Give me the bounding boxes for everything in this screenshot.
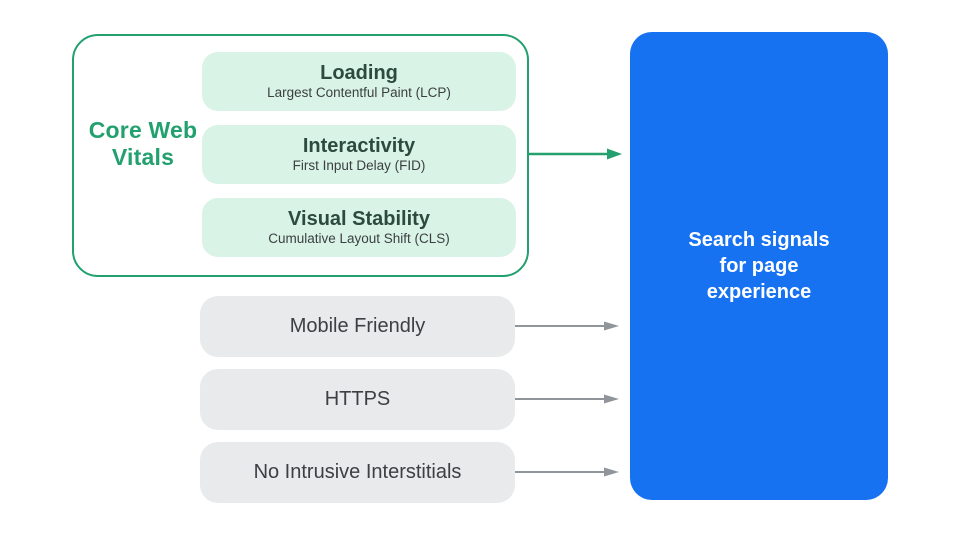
vital-subtitle: First Input Delay (FID)	[292, 158, 426, 173]
signal-box-no-intrusive-interstitials: No Intrusive Interstitials	[200, 442, 515, 503]
signal-box-mobile-friendly: Mobile Friendly	[200, 296, 515, 357]
vital-subtitle: Largest Contentful Paint (LCP)	[267, 85, 451, 100]
result-text-line: for page	[719, 255, 799, 277]
green-arrow-right-icon	[529, 148, 622, 160]
core-web-vitals-group: Core Web Vitals Loading Largest Contentf…	[72, 34, 529, 277]
vital-box-interactivity: Interactivity First Input Delay (FID)	[202, 125, 516, 184]
signal-label: Mobile Friendly	[289, 315, 426, 337]
vital-title: Visual Stability	[288, 208, 430, 230]
gray-arrow-right-icon	[515, 321, 619, 331]
core-web-vitals-label: Core Web Vitals	[88, 117, 198, 170]
signal-label: No Intrusive Interstitials	[253, 461, 462, 483]
result-text-line: Search signals	[688, 229, 830, 251]
gray-arrow-right-icon	[515, 394, 619, 404]
signal-box-https: HTTPS	[200, 369, 515, 430]
vital-box-visual-stability: Visual Stability Cumulative Layout Shift…	[202, 198, 516, 257]
vital-subtitle: Cumulative Layout Shift (CLS)	[268, 231, 450, 246]
result-text-line: experience	[706, 281, 812, 303]
signal-label: HTTPS	[324, 388, 391, 410]
vital-title: Interactivity	[302, 135, 416, 157]
gray-arrow-right-icon	[515, 467, 619, 477]
vital-title: Loading	[320, 62, 398, 84]
vital-box-loading: Loading Largest Contentful Paint (LCP)	[202, 52, 516, 111]
search-signals-result-box: Search signals for page experience	[630, 32, 888, 500]
